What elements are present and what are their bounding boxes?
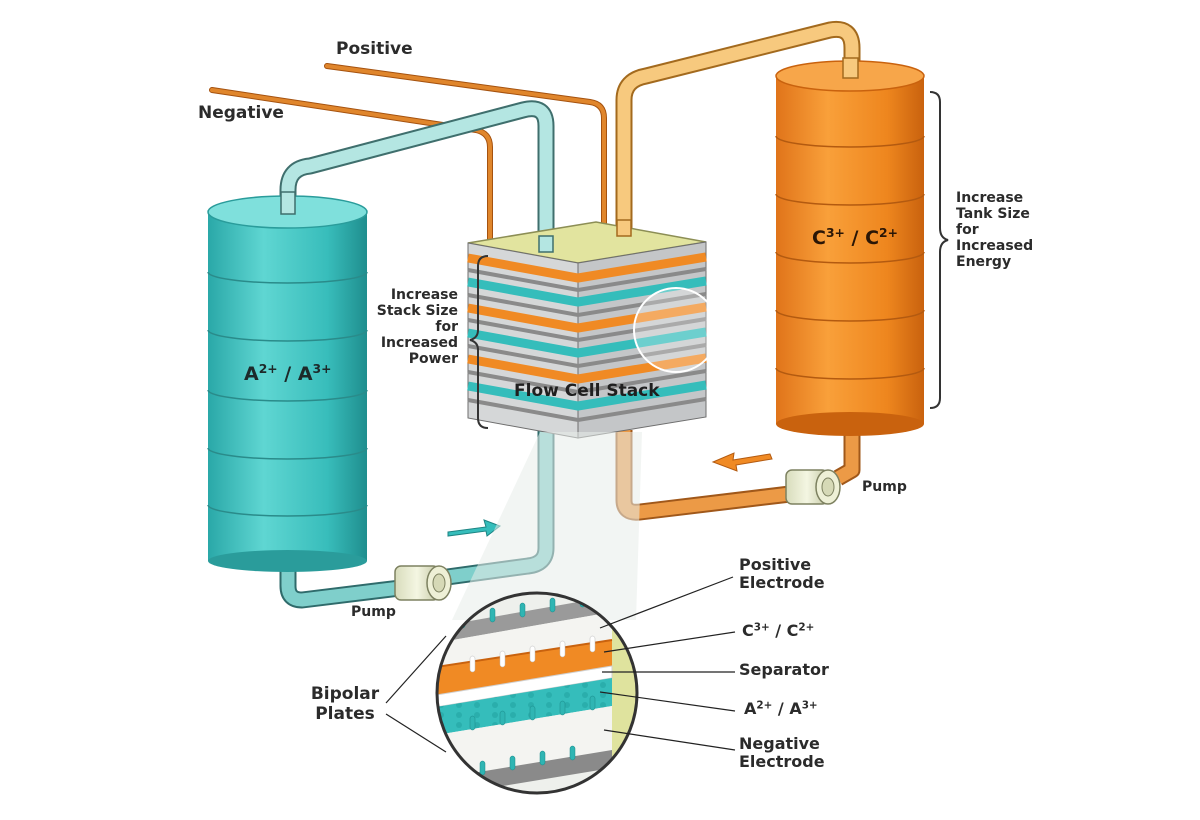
power-bracket [469, 255, 489, 429]
tank-size-note: Increase Tank Size for Increased Energy [956, 190, 1034, 271]
positive-electrode-callout: Positive Electrode [739, 555, 825, 593]
left-pump-label: Pump [351, 604, 396, 620]
bipolar-plates-label: Bipolar Plates [310, 684, 380, 724]
callout-lines [385, 576, 736, 753]
right-pump [785, 469, 841, 505]
negative-electrode-layer [437, 706, 612, 780]
positive-wire-label: Positive [336, 39, 413, 59]
anolyte-tank-label: A2+ / A3+ [244, 362, 332, 385]
catholyte-tank-label: C3+ / C2+ [812, 226, 898, 249]
orange-return-pipe [615, 20, 861, 234]
separator-callout: Separator [739, 660, 829, 679]
orange-flow-arrow [711, 452, 773, 472]
right-pump-label: Pump [862, 479, 907, 495]
catholyte-channel [437, 639, 613, 696]
energy-bracket [929, 91, 949, 409]
stack-layers [467, 252, 707, 423]
positive-wire [324, 63, 607, 235]
negative-wire-label: Negative [198, 103, 284, 123]
anolyte-callout: A2+ / A3+ [744, 699, 818, 718]
anolyte-channel [437, 678, 612, 736]
catholyte-callout: C3+ / C2+ [742, 621, 815, 640]
anolyte-tank [207, 191, 368, 572]
left-pump [394, 565, 452, 601]
flow-cell-stack-label: Flow Cell Stack [514, 381, 660, 401]
catholyte-tank [775, 57, 925, 436]
teal-supply-pipe [279, 100, 555, 248]
teal-flow-arrow [447, 519, 502, 537]
flow-cell-stack [467, 219, 719, 439]
negative-electrode-callout: Negative Electrode [739, 734, 825, 772]
top-bipolar-plate [437, 596, 612, 644]
magnifier-cone [452, 432, 642, 620]
stack-size-note: Increase Stack Size for Increased Power [376, 287, 458, 368]
